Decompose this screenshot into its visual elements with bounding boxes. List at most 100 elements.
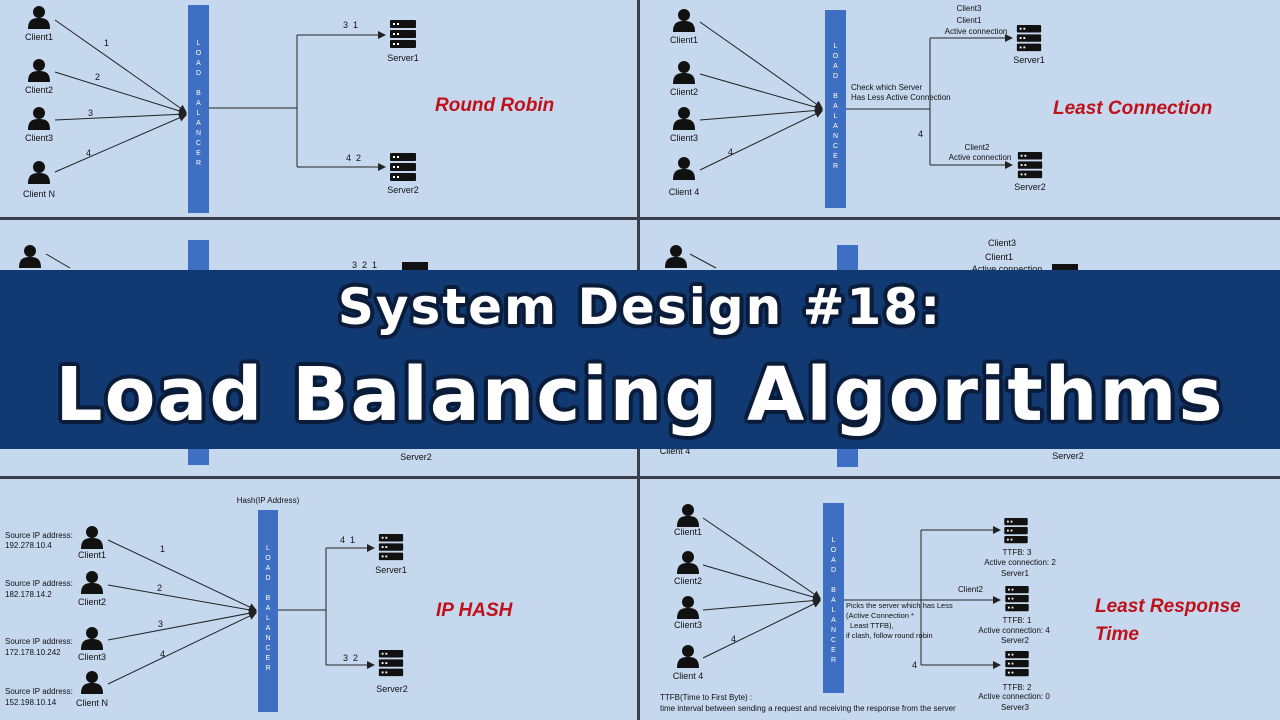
server-icon	[1016, 25, 1042, 52]
load-balancer-letter: C	[833, 143, 838, 150]
client-icon	[81, 671, 103, 694]
load-balancer-letter: R	[265, 665, 270, 672]
load-balancer-letter: R	[196, 160, 201, 167]
decision-note: Picks the server which has Less	[846, 601, 953, 610]
client-label: Client 4	[669, 187, 700, 197]
server-icon	[1017, 152, 1043, 179]
load-balancer-bar	[188, 5, 209, 213]
server-icon	[378, 534, 404, 561]
arrow-number: 4	[728, 147, 733, 157]
least-connection-panel: Client1 Client2 Client3 Client 4 4 LOADB…	[669, 4, 1212, 208]
load-balancer-letter: A	[266, 565, 271, 572]
active-connection: Active connection: 4	[978, 626, 1050, 635]
decision-note: Check which Server	[851, 83, 922, 92]
server-label: Server1	[1013, 55, 1045, 65]
connection-list: Active connection	[949, 153, 1012, 162]
load-balancer-letter: N	[831, 627, 836, 634]
load-balancer-letter: A	[196, 100, 201, 107]
server-label: Server3	[1001, 703, 1030, 712]
load-balancer-letter: D	[833, 73, 838, 80]
load-balancer-letter: B	[196, 90, 201, 97]
load-balancer-letter: B	[266, 595, 271, 602]
load-balancer-letter: N	[833, 133, 838, 140]
server-label: Server1	[375, 565, 407, 575]
source-ip-value: 182.178.14.2	[5, 590, 52, 599]
client-label: Client 4	[673, 671, 704, 681]
round-robin-panel: Client1 Client2 Client3 Client N 1 2 3 4…	[23, 5, 554, 213]
connection-list: Client1	[957, 16, 982, 25]
banner-title: Load Balancing Algorithms	[55, 352, 1225, 438]
load-balancer-bar	[823, 503, 844, 693]
ttfb-value: TTFB: 1	[1003, 616, 1032, 625]
load-balancer-letter: L	[834, 113, 838, 120]
client-icon	[28, 6, 50, 29]
server-tag: 3 2	[343, 653, 358, 663]
server-label: Server1	[1001, 569, 1030, 578]
load-balancer-letter: C	[265, 645, 270, 652]
client-icon	[81, 627, 103, 650]
client-icon	[19, 245, 41, 268]
panel-divider-horizontal	[0, 476, 1280, 479]
load-balancer-letter: D	[196, 70, 201, 77]
connection-list: Client3	[988, 238, 1016, 248]
client-icon	[673, 9, 695, 32]
load-balancer-letter: A	[196, 60, 201, 67]
client-label: Client1	[78, 550, 106, 560]
server-icon	[390, 153, 416, 181]
decision-note: if clash, follow round robin	[846, 631, 933, 640]
client-icon	[28, 59, 50, 82]
load-balancer-letter: D	[265, 575, 270, 582]
client-label: Client1	[670, 35, 698, 45]
load-balancer-letter: E	[833, 153, 838, 160]
load-balancer-bar	[258, 510, 278, 712]
decision-note: Has Less Active Connection	[851, 93, 951, 102]
load-balancer-letter: E	[196, 150, 201, 157]
server-tag: 3 1	[343, 20, 358, 30]
server-label: Server2	[1014, 182, 1046, 192]
source-ip-label: Source IP address:	[5, 637, 73, 646]
client-icon	[677, 596, 699, 619]
load-balancer-letter: L	[266, 545, 270, 552]
server-label: Server2	[387, 185, 419, 195]
branch-number: 4	[912, 660, 917, 670]
arrow-number: 4	[160, 649, 165, 659]
client-icon	[28, 161, 50, 184]
source-ip-value: 172.178.10.242	[5, 648, 61, 657]
load-balancer-letter: A	[831, 597, 836, 604]
hash-label: Hash(IP Address)	[237, 496, 300, 505]
algorithm-title: Round Robin	[435, 95, 554, 116]
ttfb-definition-title: TTFB(Time to First Byte) :	[660, 693, 752, 702]
server-tag: 3 2 1	[352, 260, 377, 270]
server-icon	[402, 262, 428, 270]
server-label: Server2	[1052, 451, 1084, 461]
client-icon	[81, 571, 103, 594]
ttfb-value: TTFB: 3	[1003, 548, 1032, 557]
load-balancer-letter: C	[196, 140, 201, 147]
client-icon	[677, 504, 699, 527]
load-balancer-letter: O	[831, 547, 837, 554]
source-ip-label: Source IP address:	[5, 579, 73, 588]
load-balancer-letter: E	[831, 647, 836, 654]
client-icon	[677, 645, 699, 668]
load-balancer-letter: N	[265, 635, 270, 642]
arrow-number: 4	[86, 148, 91, 158]
client-label: Client 4	[660, 446, 691, 456]
algorithm-title: Time	[1095, 624, 1139, 645]
client-icon	[81, 526, 103, 549]
algorithm-title: IP HASH	[436, 600, 514, 621]
client-label: Client2	[670, 87, 698, 97]
arrow-number: 3	[88, 108, 93, 118]
load-balancer-letter: L	[834, 43, 838, 50]
arrow-number: 2	[95, 72, 100, 82]
ttfb-value: TTFB: 2	[1003, 683, 1032, 692]
load-balancer-letter: R	[831, 657, 836, 664]
arrow-number: 2	[157, 583, 162, 593]
load-balancer-letter: R	[833, 163, 838, 170]
server-label: Server2	[1001, 636, 1030, 645]
ip-hash-panel: Source IP address: 192.278.10.4 Source I…	[5, 496, 514, 712]
client-icon	[673, 107, 695, 130]
connection-list: Active connection	[945, 27, 1008, 36]
least-response-time-panel: Client1 Client2 Client3 Client 4 4 LOADB…	[660, 503, 1241, 713]
load-balancer-letter: A	[831, 557, 836, 564]
